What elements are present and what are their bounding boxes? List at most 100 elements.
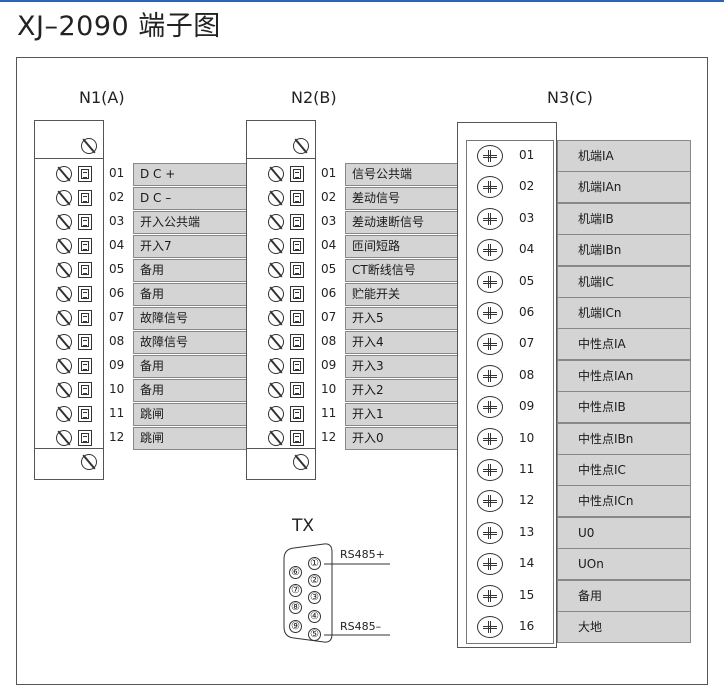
n3-terminal-label: 中性点IA xyxy=(557,328,691,361)
n2-terminal-label: 开入5 xyxy=(345,307,470,330)
n2-terminal-label: 开入4 xyxy=(345,331,470,354)
n3-terminal-number: 12 xyxy=(519,493,535,508)
n2-clamp-icon xyxy=(290,334,304,350)
n1-terminal-number: 05 xyxy=(109,262,125,276)
n3-terminal-label: 机端ICn xyxy=(557,297,691,329)
n2-terminal-number: 12 xyxy=(321,430,337,444)
n1-top-divider xyxy=(34,158,104,197)
diagram-frame xyxy=(16,57,708,685)
pin-6: ⑥ xyxy=(289,566,302,579)
n2-clamp-icon xyxy=(290,430,304,446)
n3-terminal-number: 02 xyxy=(519,179,535,194)
n1-terminal-number: 01 xyxy=(109,166,125,180)
n2-clamp-icon xyxy=(290,382,304,398)
pin-8: ⑧ xyxy=(289,601,302,614)
n2-screw-icon xyxy=(268,310,284,326)
n1-screw-icon xyxy=(56,358,72,374)
n3-terminal-number: 09 xyxy=(519,399,535,414)
n3-phillips-screw-icon xyxy=(477,302,503,324)
n3-phillips-screw-icon xyxy=(477,270,503,293)
n2-screw-icon xyxy=(268,358,284,374)
n1-terminal-number: 12 xyxy=(109,430,125,444)
n1-clamp-icon xyxy=(78,238,92,254)
n3-terminal-label: UOn xyxy=(557,548,691,581)
n2-terminal-number: 07 xyxy=(321,310,337,324)
n3-phillips-screw-icon xyxy=(477,459,503,481)
n2-screw-icon xyxy=(268,166,284,182)
n2-terminal-number: 03 xyxy=(321,214,337,228)
n2-screw-icon xyxy=(268,406,284,422)
n1-terminal-number: 09 xyxy=(109,358,125,372)
n3-terminal-label: 中性点IBn xyxy=(557,422,691,455)
n2-header: N2(B) xyxy=(291,88,337,107)
n2-terminal-number: 08 xyxy=(321,334,337,348)
n1-terminal-number: 03 xyxy=(109,214,125,228)
n1-terminal-label: 备用 xyxy=(133,283,261,306)
n3-terminal-label: 中性点ICn xyxy=(557,485,691,518)
n3-phillips-screw-icon xyxy=(477,396,503,419)
n1-screw-icon xyxy=(56,262,72,278)
n2-terminal-label: 匝间短路 xyxy=(345,235,470,258)
n1-terminal-number: 07 xyxy=(109,310,125,324)
n2-terminal-number: 11 xyxy=(321,406,337,420)
n3-terminal-label: 中性点IB xyxy=(557,391,691,424)
n1-terminal-label: 备用 xyxy=(133,259,261,282)
page-title: XJ–2090 端子图 xyxy=(17,11,221,42)
n3-terminal-number: 03 xyxy=(519,210,535,225)
pin-1: ① xyxy=(308,557,321,570)
n1-terminal-number: 02 xyxy=(109,190,125,204)
n2-screw-icon xyxy=(268,238,284,254)
n1-terminal-number: 08 xyxy=(109,334,125,348)
n3-phillips-screw-icon xyxy=(477,333,503,356)
n3-terminal-label: 机端IBn xyxy=(557,234,691,267)
n1-clamp-icon xyxy=(78,430,92,446)
n3-terminal-label: 机端IC xyxy=(557,265,691,298)
pin-4: ④ xyxy=(308,610,321,623)
n3-terminal-label: 备用 xyxy=(557,579,691,612)
n1-header: N1(A) xyxy=(79,88,125,107)
n2-terminal-number: 09 xyxy=(321,358,337,372)
n1-terminal-label: D C – xyxy=(133,187,261,210)
pin-3: ③ xyxy=(308,591,321,604)
n1-terminal-label: 开入公共端 xyxy=(133,211,261,234)
n3-phillips-screw-icon xyxy=(477,490,503,513)
n1-clamp-icon xyxy=(78,310,92,326)
n3-header: N3(C) xyxy=(547,88,593,107)
n2-screw-icon xyxy=(268,190,284,206)
n1-clamp-icon xyxy=(78,262,92,278)
n2-terminal-label: 信号公共端 xyxy=(345,163,470,186)
n3-terminal-number: 05 xyxy=(519,273,535,288)
n3-terminal-number: 08 xyxy=(519,367,535,382)
n3-terminal-number: 15 xyxy=(519,587,535,602)
n1-screw-icon xyxy=(56,382,72,398)
n1-bottom-mount-screw-icon xyxy=(81,454,97,470)
n2-clamp-icon xyxy=(290,238,304,254)
n1-clamp-icon xyxy=(78,286,92,302)
n3-terminal-number: 04 xyxy=(519,242,535,257)
n2-screw-icon xyxy=(268,334,284,350)
n1-terminal-label: 开入7 xyxy=(133,235,261,258)
n2-terminal-number: 10 xyxy=(321,382,337,396)
pin-2: ② xyxy=(308,574,321,587)
n1-bottom-divider xyxy=(34,448,104,487)
n3-phillips-screw-icon xyxy=(477,364,503,387)
n3-terminal-label: 中性点IC xyxy=(557,454,691,486)
n1-screw-icon xyxy=(56,238,72,254)
n3-phillips-screw-icon xyxy=(477,207,503,230)
n1-terminal-label: D C + xyxy=(133,163,261,186)
n2-terminal-number: 04 xyxy=(321,238,337,252)
n1-clamp-icon xyxy=(78,166,92,182)
n1-terminal-number: 04 xyxy=(109,238,125,252)
n1-terminal-label: 跳闸 xyxy=(133,427,261,450)
n3-terminal-number: 14 xyxy=(519,556,535,571)
pin-7: ⑦ xyxy=(289,584,302,597)
n2-clamp-icon xyxy=(290,406,304,422)
n2-terminal-label: 开入1 xyxy=(345,403,470,426)
n1-screw-icon xyxy=(56,334,72,350)
n1-clamp-icon xyxy=(78,406,92,422)
n1-screw-icon xyxy=(56,406,72,422)
n3-phillips-screw-icon xyxy=(477,584,503,607)
n1-terminal-label: 备用 xyxy=(133,355,261,378)
n1-screw-icon xyxy=(56,286,72,302)
n2-clamp-icon xyxy=(290,358,304,374)
